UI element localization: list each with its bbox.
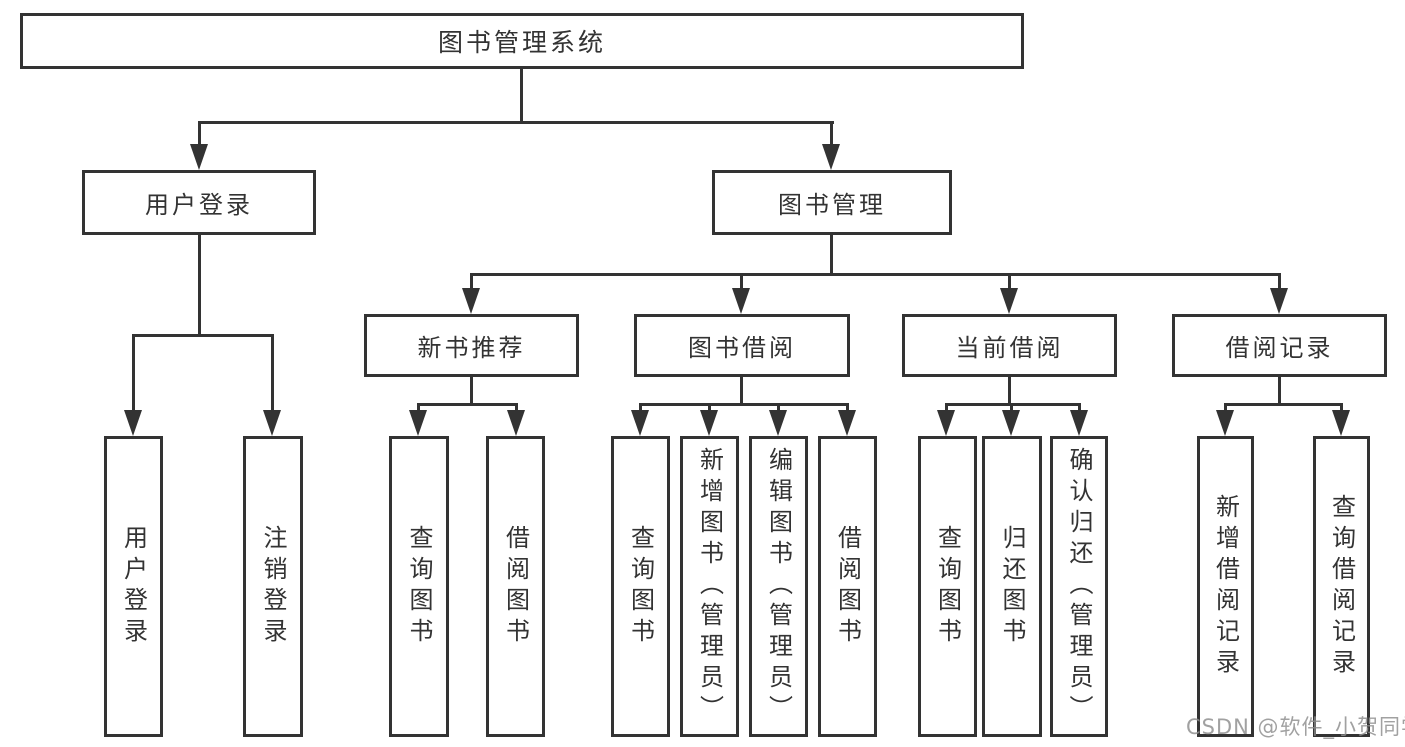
leaf-edit-books-admin: 编辑图书（管理员） [749,436,808,737]
arrowhead-icon [732,288,750,314]
leaf-borrow-books-label: 借阅图书 [833,524,862,649]
leaf-query-borrow-record-label: 查询借阅记录 [1327,493,1356,680]
arrowhead-icon [838,410,856,436]
node-book-management-label: 图书管理 [778,191,886,219]
node-borrow-records: 借阅记录 [1172,314,1387,377]
arrowhead-icon [409,410,427,436]
node-book-borrowing-label: 图书借阅 [688,334,796,362]
connector-line [1278,273,1281,290]
connector-line [1008,377,1011,406]
connector-line [846,403,849,412]
connector-line [830,121,833,146]
leaf-borrow-books-recommend: 借阅图书 [486,436,545,737]
arrowhead-icon [1070,410,1088,436]
connector-line [830,235,833,275]
connector-line [198,121,834,124]
leaf-query-borrow-record: 查询借阅记录 [1313,436,1370,737]
connector-line [740,273,743,290]
leaf-borrow-books-recommend-label: 借阅图书 [501,524,530,649]
arrowhead-icon [1332,410,1350,436]
node-new-book-recommend-label: 新书推荐 [417,334,526,362]
leaf-query-books-borrow-label: 查询图书 [626,524,655,649]
connector-line [639,403,642,412]
node-library-system: 图书管理系统 [20,13,1024,69]
connector-line [1224,403,1227,412]
connector-line [271,334,274,412]
node-new-book-recommend: 新书推荐 [364,314,579,377]
arrowhead-icon [631,410,649,436]
node-user-login-label: 用户登录 [145,191,253,219]
connector-line [417,403,420,412]
arrowhead-icon [937,410,955,436]
connector-line [1078,403,1081,412]
connector-line [1278,377,1281,406]
connector-line [1224,403,1343,406]
leaf-edit-books-admin-label: 编辑图书（管理员） [764,447,793,726]
connector-line [945,403,948,412]
connector-line [1340,403,1343,412]
leaf-query-books-recommend-label: 查询图书 [405,524,433,649]
connector-line [132,334,274,337]
leaf-logout-label: 注销登录 [259,524,287,649]
leaf-return-books-label: 归还图书 [998,524,1026,649]
arrowhead-icon [822,144,840,170]
arrowhead-icon [1270,288,1288,314]
arrowhead-icon [462,288,480,314]
connector-line [639,403,849,406]
connector-line [470,377,473,406]
node-current-borrowing: 当前借阅 [902,314,1117,377]
connector-line [945,403,1081,406]
arrowhead-icon [1000,288,1018,314]
leaf-confirm-return-admin: 确认归还（管理员） [1050,436,1108,737]
connector-line [1010,403,1013,412]
arrowhead-icon [507,410,525,436]
leaf-query-books-current-label: 查询图书 [933,524,962,649]
leaf-query-books-recommend: 查询图书 [389,436,449,737]
arrowhead-icon [190,144,208,170]
connector-line [132,334,135,412]
leaf-add-books-admin-label: 新增图书（管理员） [695,447,724,726]
connector-line [708,403,711,412]
node-current-borrowing-label: 当前借阅 [955,334,1064,362]
connector-line [417,403,518,406]
leaf-query-books-current: 查询图书 [918,436,977,737]
arrowhead-icon [700,410,718,436]
arrowhead-icon [1002,410,1020,436]
connector-line [777,403,780,412]
connector-line [198,235,201,336]
leaf-return-books: 归还图书 [982,436,1042,737]
leaf-add-borrow-record-label: 新增借阅记录 [1211,493,1240,680]
csdn-watermark: CSDN @软件_小贺同学 [1186,715,1405,739]
node-book-management: 图书管理 [712,170,952,235]
leaf-confirm-return-admin-label: 确认归还（管理员） [1065,447,1093,726]
connector-line [198,121,201,146]
arrowhead-icon [769,410,787,436]
node-borrow-records-label: 借阅记录 [1225,334,1334,362]
connector-line [740,377,743,406]
node-book-borrowing: 图书借阅 [634,314,850,377]
connector-line [470,273,473,290]
arrowhead-icon [124,410,142,436]
leaf-add-books-admin: 新增图书（管理员） [680,436,739,737]
node-user-login: 用户登录 [82,170,316,235]
leaf-user-login-label: 用户登录 [119,524,148,649]
connector-line [520,69,523,123]
connector-line [1008,273,1011,290]
node-library-system-label: 图书管理系统 [437,28,606,57]
leaf-add-borrow-record: 新增借阅记录 [1197,436,1254,737]
leaf-user-login: 用户登录 [104,436,163,737]
connector-line [470,273,1281,276]
arrowhead-icon [263,410,281,436]
leaf-borrow-books: 借阅图书 [818,436,877,737]
leaf-logout: 注销登录 [243,436,303,737]
connector-line [515,403,518,412]
leaf-query-books-borrow: 查询图书 [611,436,670,737]
arrowhead-icon [1216,410,1234,436]
